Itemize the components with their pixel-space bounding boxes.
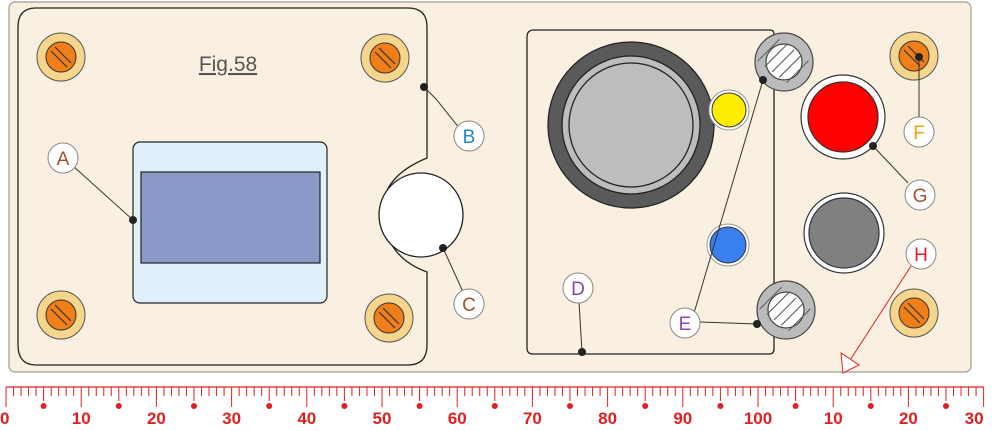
screw-head-icon bbox=[45, 299, 77, 331]
callout-label-b: B bbox=[463, 127, 476, 148]
leader-line-g bbox=[872, 145, 909, 184]
callout-f bbox=[903, 116, 935, 148]
screw-slot bbox=[903, 306, 921, 324]
ruler-dot bbox=[943, 403, 949, 409]
rotary-knob-inner bbox=[568, 62, 694, 188]
ruler-dot bbox=[792, 403, 799, 409]
screw-slot bbox=[907, 302, 925, 320]
screw-slot bbox=[54, 304, 72, 322]
callout-label-e: E bbox=[679, 314, 692, 335]
screw-head-icon bbox=[898, 40, 930, 72]
leader-dot bbox=[753, 320, 761, 328]
leader-line-h bbox=[842, 265, 912, 372]
screw-slot bbox=[50, 308, 68, 326]
leader-dot bbox=[439, 244, 447, 252]
screw-slot bbox=[903, 49, 921, 67]
screw-hatch bbox=[757, 38, 780, 62]
callout-h bbox=[905, 238, 937, 270]
callout-label-d: D bbox=[571, 279, 585, 300]
ruler-label: 90 bbox=[673, 409, 692, 426]
screw-slot bbox=[374, 51, 392, 69]
leader-line-c bbox=[442, 247, 465, 295]
leader-line-a bbox=[72, 165, 134, 221]
ruler-label: 10 bbox=[824, 409, 843, 426]
gray-button bbox=[808, 197, 880, 269]
ruler-dot bbox=[642, 403, 649, 409]
ruler-dot bbox=[115, 403, 122, 409]
ruler-label: 30 bbox=[222, 409, 241, 426]
screw-hatch bbox=[786, 60, 809, 84]
screw-hatch bbox=[766, 292, 790, 315]
leader-dot bbox=[420, 83, 428, 91]
figure-title: Fig.58 bbox=[199, 53, 257, 76]
silver-screw-head-icon bbox=[765, 43, 803, 81]
screw-head-icon bbox=[373, 302, 405, 334]
callout-a bbox=[47, 142, 79, 174]
ruler-label: 20 bbox=[899, 409, 918, 426]
ruler-dot bbox=[266, 403, 273, 409]
callout-b bbox=[453, 120, 485, 152]
callout-g bbox=[904, 179, 936, 211]
ruler-dot bbox=[341, 403, 348, 409]
leader-line-d bbox=[578, 301, 583, 353]
callout-c bbox=[453, 288, 485, 320]
leader-dot bbox=[869, 142, 877, 150]
ruler-label: 70 bbox=[523, 409, 542, 426]
ruler-dot bbox=[416, 403, 423, 409]
arrow-head-icon bbox=[840, 351, 860, 374]
white-knob bbox=[378, 172, 464, 258]
leader-dot bbox=[759, 76, 767, 84]
screw-hatch bbox=[778, 55, 802, 78]
screw-hatch bbox=[771, 49, 795, 73]
screw-slot bbox=[378, 47, 396, 65]
leader-dot bbox=[578, 348, 586, 356]
screw-hatch bbox=[788, 308, 811, 332]
callout-label-f: F bbox=[913, 123, 925, 144]
leader-line-b bbox=[423, 86, 461, 130]
screw-slot bbox=[54, 46, 72, 64]
ruler-label: 0 bbox=[0, 409, 9, 426]
callout-label-g: G bbox=[913, 186, 928, 207]
screw-slot bbox=[382, 307, 400, 325]
ruler-dot bbox=[567, 403, 573, 409]
screw-hatch bbox=[759, 286, 782, 310]
screw-slot bbox=[378, 311, 396, 329]
leader-dot bbox=[129, 216, 137, 224]
screw-hatch bbox=[773, 297, 797, 321]
yellow-led-lens bbox=[711, 92, 747, 128]
ruler-label: 30 bbox=[965, 409, 984, 426]
lcd-screen bbox=[140, 171, 321, 264]
screw-head-icon bbox=[898, 297, 930, 329]
blue-led-lens bbox=[709, 226, 747, 264]
leader-line-e1 bbox=[693, 79, 764, 314]
ruler-dot bbox=[491, 403, 498, 409]
red-button bbox=[807, 81, 879, 153]
ruler-label: 40 bbox=[297, 409, 316, 426]
ruler-dot bbox=[867, 403, 874, 409]
leader-dot bbox=[915, 53, 923, 61]
ruler-label: 60 bbox=[448, 409, 467, 426]
ruler-dot bbox=[40, 403, 47, 409]
screw-hatch bbox=[764, 44, 788, 67]
screw-hatch bbox=[780, 303, 804, 326]
ruler-label: 10 bbox=[72, 409, 91, 426]
callout-label-a: A bbox=[57, 149, 70, 170]
ruler-label: 80 bbox=[598, 409, 617, 426]
screw-slot bbox=[50, 50, 68, 68]
ruler-dot bbox=[191, 403, 197, 409]
callout-label-c: C bbox=[462, 295, 476, 316]
callout-e bbox=[669, 307, 701, 339]
ruler-label: 100 bbox=[744, 409, 772, 426]
leader-line-e2 bbox=[699, 321, 758, 325]
ruler-label: 50 bbox=[373, 409, 392, 426]
ruler-dot bbox=[717, 403, 724, 409]
callout-label-h: H bbox=[914, 245, 928, 266]
screw-head-icon bbox=[369, 42, 401, 74]
callout-d bbox=[562, 272, 594, 304]
screw-head-icon bbox=[45, 41, 77, 73]
silver-screw-head-icon bbox=[767, 291, 805, 329]
ruler-label: 20 bbox=[147, 409, 166, 426]
